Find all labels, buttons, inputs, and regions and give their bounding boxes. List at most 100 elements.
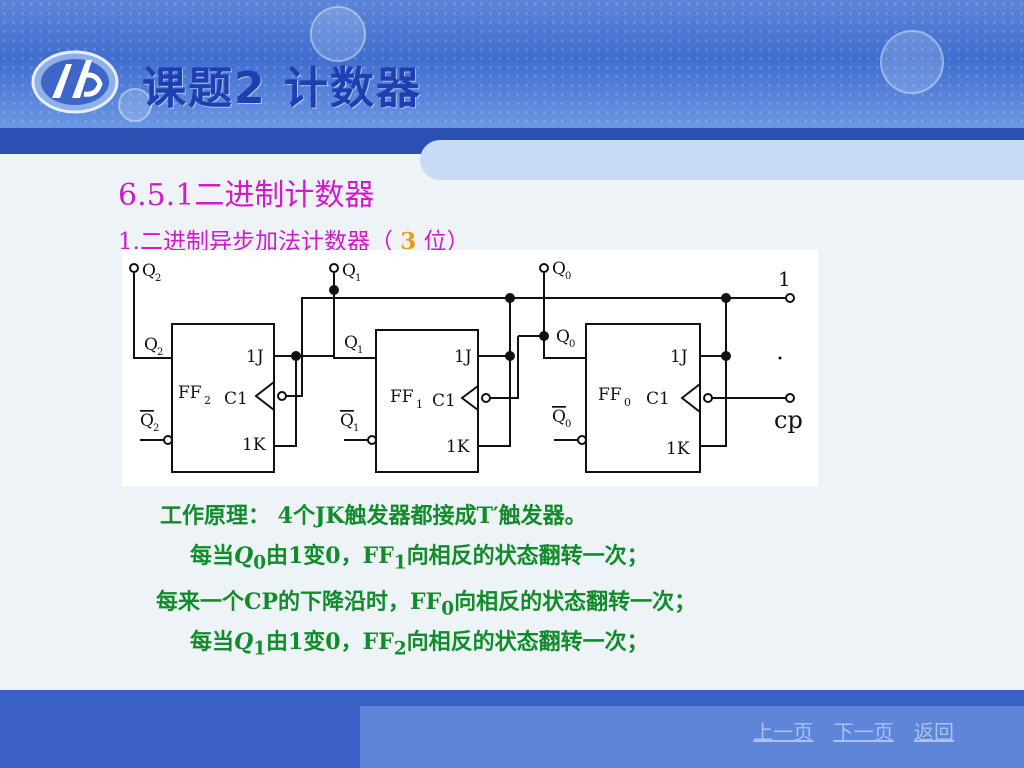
line2-c: 向相反的状态翻转一次；: [406, 543, 649, 569]
q0-wire: [543, 272, 586, 359]
principle-line-2: 每当Q0由1变0，FF1向相反的状态翻转一次；: [190, 538, 649, 573]
ff0-clock-bubble: [703, 393, 713, 403]
ff0-box: [585, 323, 701, 473]
line3-ffsub: 0: [441, 598, 455, 620]
decor-bubble: [118, 88, 152, 122]
line2-ffsub: 1: [393, 552, 407, 574]
ff0-c-label: C1: [646, 389, 670, 409]
ff0-qbar-bubble: [577, 435, 587, 445]
q0-label-sub: 0: [565, 271, 571, 282]
counter-circuit-diagram: Q 2 Q 1 Q 0 Q 2 Q 2 1J FF 2 C1 1K Q 1 Q …: [122, 250, 818, 486]
ff1-name: FF: [390, 387, 414, 407]
ff0-qbar-label: Q: [552, 407, 566, 427]
stray-mark: [778, 356, 782, 360]
line2-q: Q: [234, 543, 254, 569]
q0-output-terminal: [539, 263, 549, 273]
line4-a: 每当: [190, 629, 235, 655]
ff2-qbar-bubble: [163, 435, 173, 445]
q1-label: Q: [342, 261, 356, 281]
line3-a: 每来一个CP的下降沿时，FF: [156, 589, 442, 615]
logic-one-label: 1: [778, 267, 791, 291]
cp-terminal: [785, 393, 795, 403]
principle-line-1: 工作原理： 4个JK触发器都接成T′触发器。: [160, 503, 587, 529]
ff0-q-sub: 0: [569, 339, 575, 350]
ff1-q-sub: 1: [357, 345, 363, 356]
line4-ffsub: 2: [393, 638, 407, 660]
line2-qsub: 0: [253, 552, 266, 574]
ff0-k-wire: [700, 356, 727, 447]
q1-output-terminal: [329, 263, 339, 273]
ff1-name-sub: 1: [416, 398, 423, 411]
q1-to-ff1-wire: [333, 290, 376, 359]
ff0-qbar-sub: 0: [565, 419, 571, 430]
q1-label-sub: 1: [355, 273, 361, 284]
ff1-clock-wire: [490, 336, 519, 399]
q2-wire: [133, 272, 172, 359]
ff1-j-label: 1J: [454, 347, 472, 367]
line4-b: 由1变0，FF: [265, 629, 394, 655]
header-texture: [0, 0, 1024, 128]
cp-label: cp: [774, 406, 803, 434]
ff2-qbar-sub: 2: [153, 423, 159, 434]
ff2-q-sub: 2: [157, 347, 163, 358]
line2-b: 由1变0，FF: [265, 543, 394, 569]
prev-page-link[interactable]: 上一页: [753, 720, 814, 744]
junction-dot: [539, 331, 549, 341]
decor-bubble: [880, 30, 944, 94]
ff2-k-label: 1K: [242, 435, 266, 455]
ff2-name: FF: [178, 383, 202, 403]
junction-dot: [291, 351, 301, 361]
ff1-box: [375, 329, 479, 473]
ff1-k-wire: [478, 356, 511, 447]
junction-dot: [721, 351, 731, 361]
ff0-j-label: 1J: [670, 347, 688, 367]
line4-c: 向相反的状态翻转一次；: [406, 629, 649, 655]
ff2-name-sub: 2: [204, 394, 211, 407]
ff2-j-label: 1J: [246, 347, 264, 367]
ff2-jk-wire: [274, 355, 297, 447]
ff1-qbar-sub: 1: [353, 423, 359, 434]
section-heading: 6.5.1二进制计数器: [118, 178, 375, 213]
page-title: 课题2 计数器: [142, 63, 422, 114]
ff1-clock-triangle: [460, 385, 479, 411]
footer-nav: 上一页 下一页 返回: [739, 716, 954, 745]
ff0-name-sub: 0: [624, 396, 631, 409]
logic-one-terminal: [785, 293, 795, 303]
next-page-link[interactable]: 下一页: [833, 720, 894, 744]
principle-line-4: 每当Q1由1变0，FF2向相反的状态翻转一次；: [190, 624, 649, 659]
q2-output-terminal: [129, 263, 139, 273]
q2-label: Q: [142, 261, 156, 281]
header-banner: 课题2 计数器: [0, 0, 1024, 128]
principle-line-3: 每来一个CP的下降沿时，FF0向相反的状态翻转一次；: [156, 584, 696, 619]
ff2-c-label: C1: [224, 389, 248, 409]
ff2-qbar-label: Q: [140, 411, 154, 431]
ff1-qbar-bubble: [367, 435, 377, 445]
q0-label: Q: [552, 259, 566, 279]
line3-c: 向相反的状态翻转一次；: [454, 589, 697, 615]
junction-dot: [505, 351, 515, 361]
ff1-clock-bubble: [481, 393, 491, 403]
ff0-k-label: 1K: [666, 439, 690, 459]
ff2-clock-bubble: [277, 391, 287, 401]
q2-label-sub: 2: [155, 273, 161, 284]
ff1-q-label: Q: [344, 333, 358, 353]
header-accent-bar: [420, 140, 1024, 180]
line4-q: Q: [234, 629, 254, 655]
circuit-svg: Q 2 Q 1 Q 0 Q 2 Q 2 1J FF 2 C1 1K Q 1 Q …: [129, 259, 803, 473]
decor-bubble: [310, 6, 366, 62]
ff2-clock-wire: [286, 297, 511, 397]
ff1-qbar-label: Q: [340, 411, 354, 431]
ff0-q-label: Q: [556, 327, 570, 347]
footer-accent: [360, 706, 1024, 768]
ff1-c-label: C1: [432, 391, 456, 411]
ff2-q-label: Q: [144, 335, 158, 355]
ff1-k-label: 1K: [446, 437, 470, 457]
ff0-clock-triangle: [680, 383, 701, 413]
line4-qsub: 1: [253, 638, 266, 660]
ff2-clock-triangle: [254, 381, 275, 411]
ff0-j-wire: [700, 298, 727, 357]
ff2-box: [171, 323, 275, 473]
subheading-number: 3: [400, 228, 417, 255]
back-link[interactable]: 返回: [914, 720, 954, 744]
line2-a: 每当: [190, 543, 235, 569]
